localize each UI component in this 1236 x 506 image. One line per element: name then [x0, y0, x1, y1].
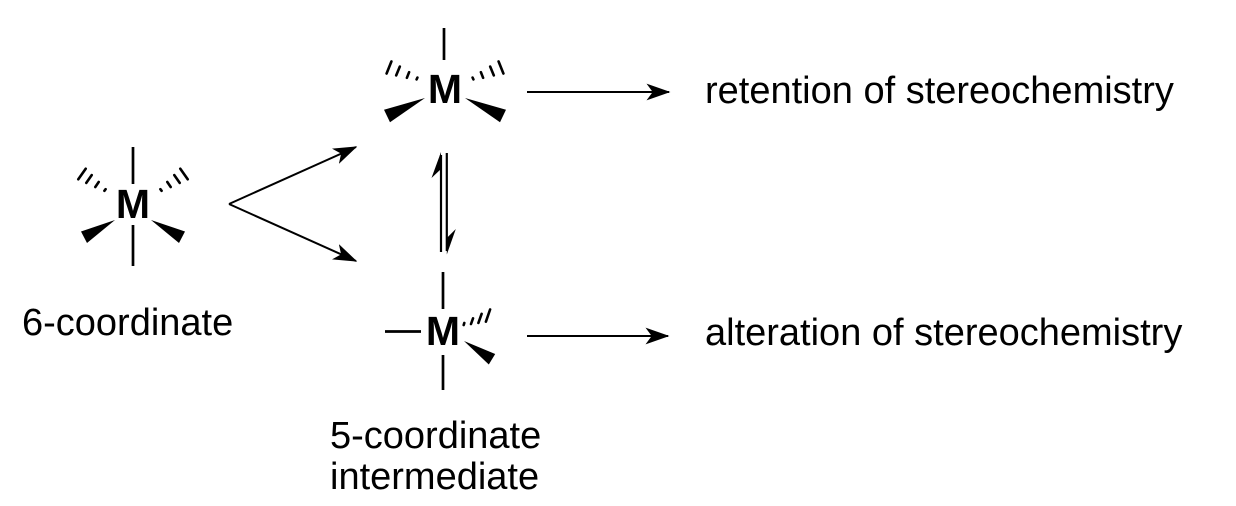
intermediate-label-line1: 5-coordinate	[330, 415, 541, 457]
hashed-bond-upper-right	[471, 60, 505, 81]
branch-arrow-to-alteration	[228, 203, 358, 262]
hashed-bond-upper-left	[77, 167, 107, 193]
wedge-bond-lower-right	[151, 220, 185, 243]
alteration-label: alteration of stereochemistry	[705, 312, 1182, 354]
square-pyramidal-intermediate: M	[384, 28, 506, 123]
six-coordinate-complex: M 6-coordinate	[22, 147, 233, 344]
hashed-bond-upper-right	[462, 308, 492, 327]
intermediate-label-line2: intermediate	[330, 456, 539, 498]
metal-symbol: M	[116, 181, 150, 227]
branch-arrow-to-retention	[228, 146, 358, 205]
hashed-bond-upper-right	[159, 167, 189, 193]
equilibrium-up-harpoon	[431, 152, 443, 252]
trigonal-bipyramidal-intermediate: M	[385, 272, 496, 390]
six-coordinate-label: 6-coordinate	[22, 302, 233, 344]
wedge-bond-lower-left	[81, 220, 115, 243]
retention-label: retention of stereochemistry	[705, 70, 1174, 112]
branch-arrows	[228, 146, 358, 262]
wedge-bond-lower-right	[464, 341, 496, 365]
metal-symbol: M	[428, 66, 462, 112]
metal-symbol: M	[426, 308, 460, 354]
equilibrium-down-harpoon	[445, 153, 456, 255]
wedge-bond-lower-right	[465, 98, 506, 123]
equilibrium-arrows	[431, 152, 456, 255]
wedge-bond-lower-left	[384, 98, 425, 123]
hashed-bond-upper-left	[385, 60, 419, 81]
